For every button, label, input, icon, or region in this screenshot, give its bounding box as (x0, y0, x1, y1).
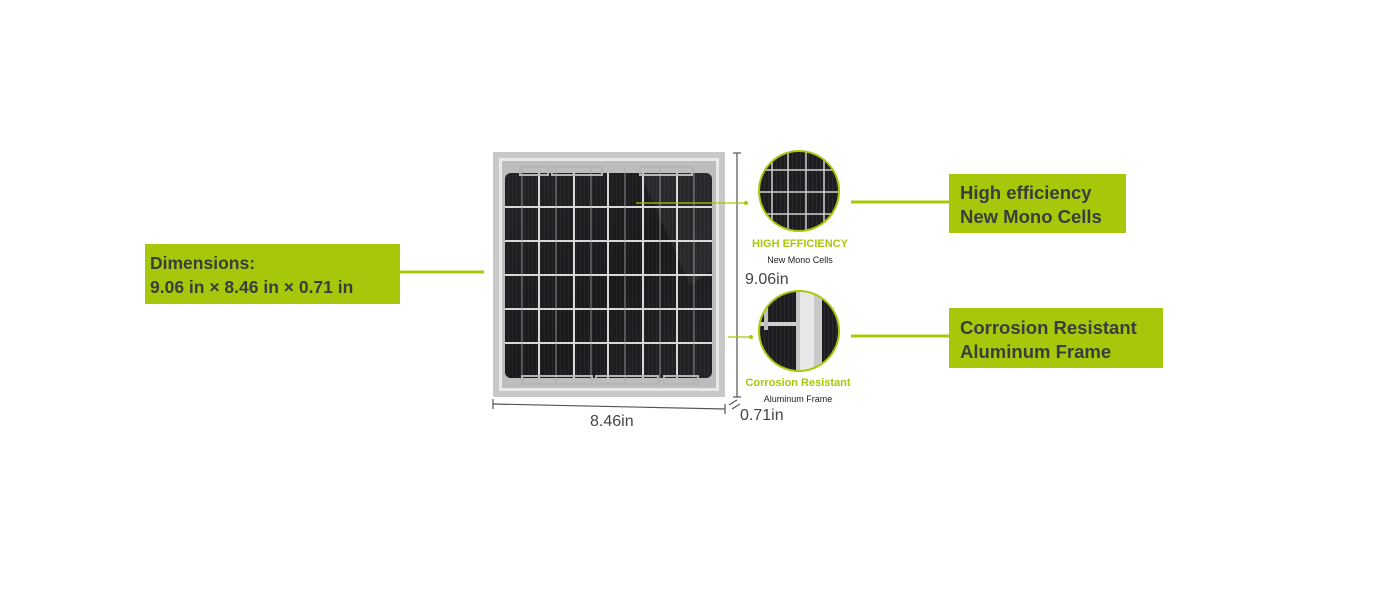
efficiency-subtitle: New Mono Cells (960, 206, 1102, 227)
frame-callout: Corrosion Resistant Aluminum Frame (949, 308, 1163, 368)
frame-subtitle: Aluminum Frame (960, 341, 1112, 362)
solar-cells (505, 166, 712, 385)
height-measurement: 9.06in (745, 271, 789, 288)
callout-connectors (400, 200, 949, 338)
zoom-frame-subtitle: Aluminum Frame (763, 394, 833, 404)
dimension-lines (492, 152, 741, 414)
zoom-circle-frame (758, 290, 840, 372)
efficiency-title: High efficiency (960, 182, 1092, 203)
width-measurement: 8.46in (590, 413, 634, 430)
zoom-efficiency-subtitle: New Mono Cells (767, 255, 833, 265)
dimensions-label: Dimensions: (150, 253, 256, 273)
zoom-frame-title: Corrosion Resistant (745, 377, 851, 389)
zoom-efficiency-title: HIGH EFFICIENCY (752, 238, 848, 250)
dimensions-value: 9.06 in × 8.46 in × 0.71 in (150, 277, 354, 297)
zoom-leader-lines (636, 201, 753, 339)
zoom-circle-cells (758, 150, 840, 232)
depth-measurement: 0.71in (740, 407, 784, 424)
efficiency-callout: High efficiency New Mono Cells (949, 174, 1126, 233)
frame-title: Corrosion Resistant (960, 317, 1137, 338)
dimensions-callout: Dimensions: 9.06 in × 8.46 in × 0.71 in (145, 244, 400, 304)
